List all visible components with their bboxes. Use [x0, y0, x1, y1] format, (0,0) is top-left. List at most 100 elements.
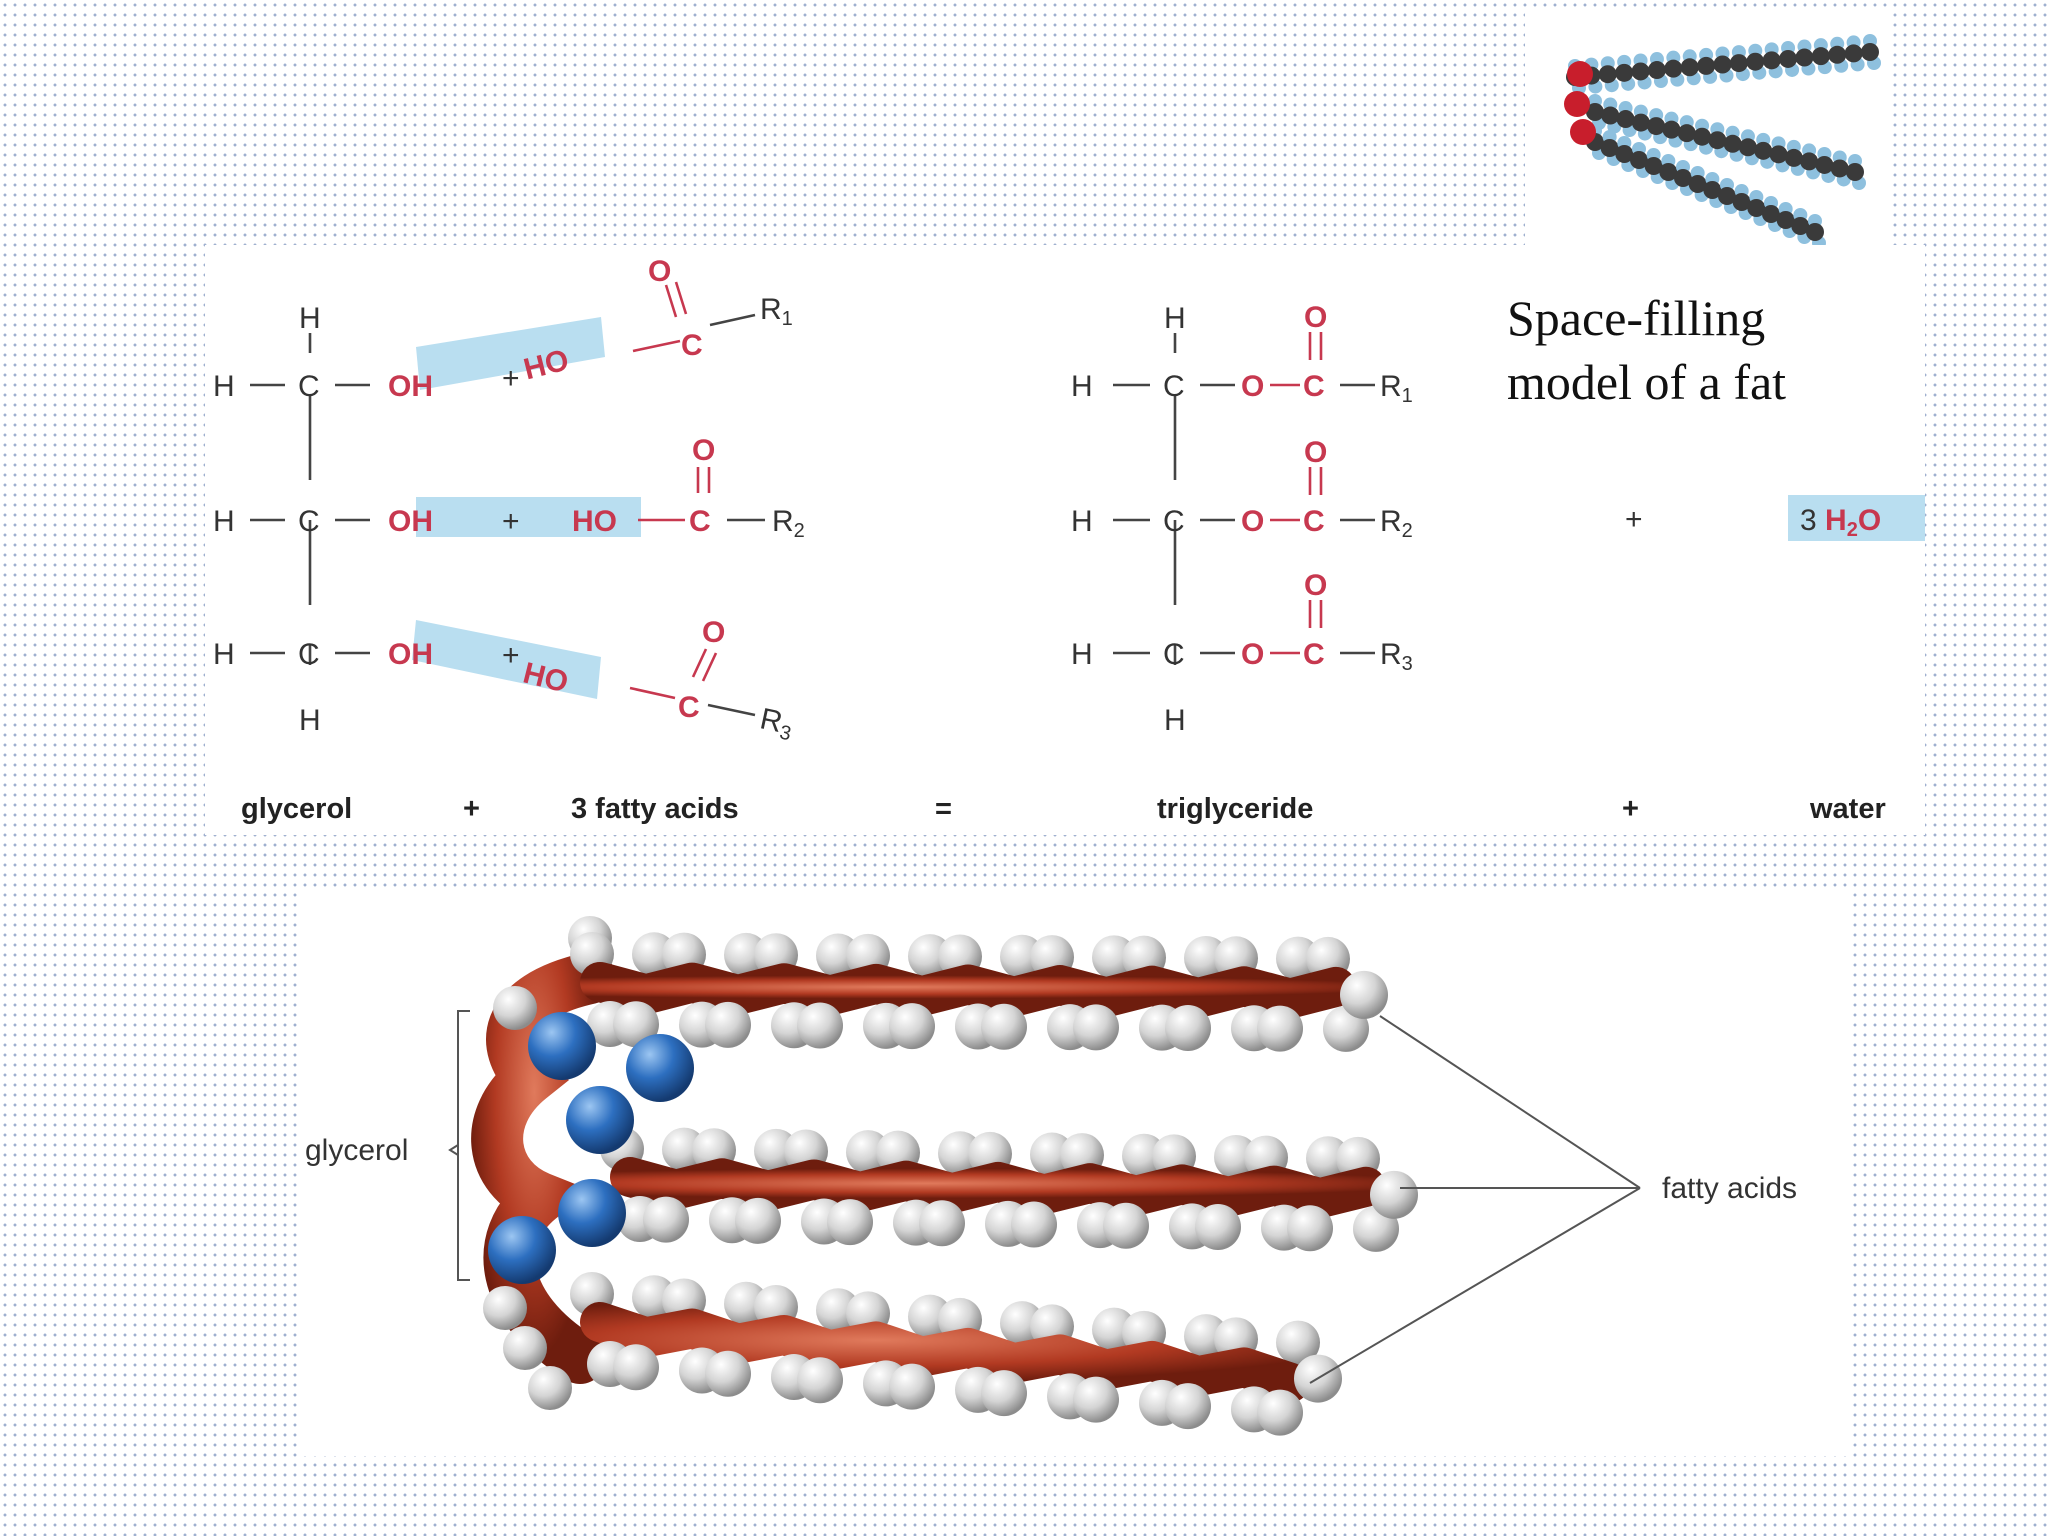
- trig-row-2: H C O C O R2: [1071, 436, 1413, 542]
- highlight-top: [416, 317, 605, 390]
- hydrogen-atom: [613, 1001, 659, 1048]
- trig-r-2: R2: [1380, 505, 1413, 542]
- hydrogen-atom: [613, 1344, 659, 1391]
- glycerol-c-1: C: [298, 370, 320, 403]
- carbon-atom: [1754, 141, 1773, 160]
- oxygen-atom: [1564, 91, 1590, 117]
- carbon-atom: [1784, 148, 1803, 167]
- carbon-atom: [1718, 187, 1736, 205]
- carbon-atom: [1677, 124, 1696, 143]
- hydrogen-atom: [705, 1001, 751, 1048]
- carbon-atom: [1647, 117, 1666, 136]
- carbon-atom: [1664, 59, 1683, 78]
- fatty-acid-3-o: O: [702, 616, 725, 649]
- carbon-atom: [1630, 151, 1648, 169]
- trig-c2-3: C: [1303, 638, 1325, 671]
- fatty-acid-pointer-3: [1309, 1187, 1641, 1384]
- highlight-bottom: [412, 620, 601, 699]
- carbon-atom: [1662, 120, 1681, 139]
- hydrogen-atom: [1165, 1004, 1211, 1051]
- hydrogen-atom: [1257, 1389, 1303, 1436]
- space-filling-caption: Space-filling model of a fat: [1507, 286, 1847, 414]
- hydrogen-atom: [827, 1199, 873, 1246]
- carbon-atom: [1795, 48, 1814, 67]
- label-plus-1: +: [463, 793, 480, 825]
- plus-1: +: [502, 362, 520, 395]
- fatty-acids-label: fatty acids: [1662, 1172, 1797, 1205]
- carbon-atom: [1600, 139, 1619, 157]
- fatty-acid-2-r: R2: [772, 505, 805, 542]
- fatty-acid-3-c: C: [678, 691, 700, 724]
- carbon-atom: [1861, 43, 1879, 61]
- carbon-atom: [1631, 113, 1650, 132]
- carbon-atom: [1779, 49, 1798, 68]
- oxygen-atom: [566, 1086, 634, 1154]
- trig-c-2: C: [1163, 505, 1185, 538]
- hydrogen-atom: [919, 1200, 965, 1247]
- carbon-atom: [1693, 127, 1712, 146]
- trig-r-3: R3: [1380, 638, 1413, 675]
- trig-dbl-o-3: O: [1304, 569, 1327, 602]
- fatty-acid-3-r: R3: [756, 702, 796, 745]
- hydrogen-atom: [1195, 1203, 1241, 1250]
- trig-row-3: H C O C O R3: [1071, 569, 1413, 675]
- label-triglyceride: triglyceride: [1157, 793, 1313, 825]
- mini-molecule-image: [1564, 34, 1881, 250]
- hydrogen-atom: [1257, 1005, 1303, 1052]
- label-equals: =: [935, 793, 952, 825]
- carbon-atom: [1830, 159, 1849, 178]
- carbon-atom: [1586, 103, 1604, 121]
- fatty-acid-pointer-1: [1379, 1015, 1641, 1189]
- carbon-atom: [1708, 131, 1727, 150]
- carbon-atom: [1659, 163, 1678, 181]
- hydrogen-atom: [528, 1366, 572, 1410]
- trig-dbl-o-2: O: [1304, 436, 1327, 469]
- trig-c-3: C: [1163, 638, 1185, 671]
- hydrogen-atom: [1103, 1202, 1149, 1249]
- oxygen-atom: [626, 1034, 694, 1102]
- hydrogen-atom: [1073, 1004, 1119, 1051]
- carbon-atom: [1846, 163, 1864, 181]
- label-plus-2: +: [1622, 793, 1639, 825]
- glycerol-oh-1: OH: [388, 370, 433, 403]
- carbon-atom: [1762, 205, 1780, 223]
- fatty-acid-chain-1: [570, 932, 1388, 1052]
- label-fatty-acids: 3 fatty acids: [571, 793, 739, 825]
- trig-o-2: O: [1241, 505, 1264, 538]
- carbon-atom: [1738, 138, 1757, 157]
- trig-h-1: H: [1071, 370, 1093, 403]
- trig-c2-1: C: [1303, 370, 1325, 403]
- glycerol-c-2: C: [298, 505, 320, 538]
- plus-3: +: [502, 639, 520, 672]
- glycerol-oh-3: OH: [388, 638, 433, 671]
- carbon-atom: [1800, 152, 1819, 171]
- hydrogen-atom: [1073, 1376, 1119, 1423]
- hydrogen-atom: [1340, 970, 1388, 1019]
- carbon-backbone: [610, 1157, 1386, 1219]
- carbon-atom: [1616, 110, 1635, 129]
- carbon-atom: [1844, 44, 1863, 63]
- fatty-acid-2-o: O: [692, 434, 715, 467]
- plus-water: +: [1625, 503, 1643, 536]
- carbon-atom: [1729, 54, 1748, 73]
- trig-c2-2: C: [1303, 505, 1325, 538]
- carbon-atom: [1762, 51, 1781, 70]
- trig-bottom-h: H: [1164, 704, 1186, 737]
- carbon-atom: [1723, 134, 1742, 153]
- caption-line-1: Space-filling: [1507, 290, 1766, 346]
- hydrogen-atom: [735, 1197, 781, 1244]
- glycerol-bracket: [448, 1010, 470, 1281]
- carbon-atom: [1806, 223, 1824, 241]
- water-formula: 3 H2O: [1800, 504, 1881, 541]
- carbon-atom: [1697, 56, 1716, 75]
- trig-h-2: H: [1071, 505, 1093, 538]
- hydrogen-atom: [889, 1363, 935, 1410]
- carbon-atom: [1680, 58, 1699, 77]
- carbon-atom: [1598, 65, 1617, 84]
- fatty-acid-1-c: C: [681, 329, 703, 362]
- trig-row-1: H C O C O R1: [1071, 301, 1413, 407]
- triglyceride-reaction-diagram: .bond{stroke:#444;stroke-width:2.6;fill:…: [205, 245, 1925, 835]
- highlight-water: [1788, 495, 1925, 541]
- trig-o-3: O: [1241, 638, 1264, 671]
- trig-r-1: R1: [1380, 370, 1413, 407]
